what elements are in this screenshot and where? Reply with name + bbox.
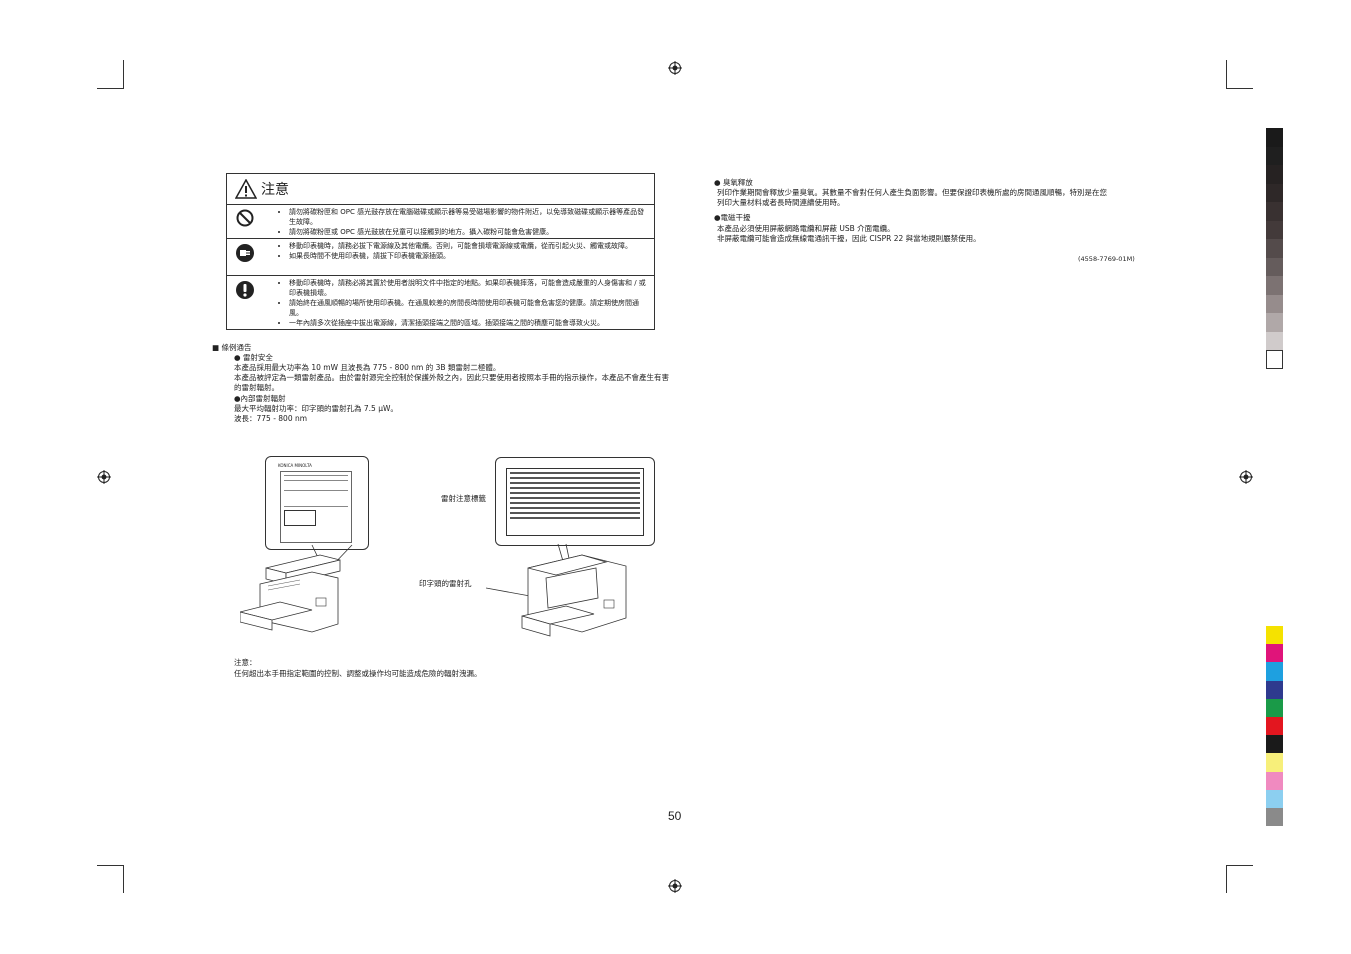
gray-swatch [1266,350,1283,369]
emi-title: ●電磁干擾 [714,213,751,222]
crop-mark [97,88,124,89]
registration-mark-icon [97,470,111,484]
crop-mark [1226,88,1253,89]
prohibition-icon [236,209,254,227]
internal-radiation-text: 最大平均輻射功率：印字頭的雷射孔為 7.5 µW。 [234,404,398,413]
color-swatch [1266,717,1283,736]
note-title: 注意： [234,658,257,667]
color-swatch [1266,644,1283,663]
caution-header: 注意 [227,174,654,205]
emi-text: 本產品必須使用屏蔽網路電纜和屏蔽 USB 介面電纜。 [717,224,895,233]
caution-item: 移動印表機時，請務必將其置於使用者說明文件中指定的地點。如果印表機摔落，可能會造… [289,278,650,298]
internal-radiation-title: ●內部雷射輻射 [234,394,286,403]
gray-swatch [1266,276,1283,295]
gray-swatch [1266,128,1283,147]
caution-item: 請勿將碳粉匣和 OPC 感光鼓存放在電腦磁碟或顯示器等易受磁場影響的物件附近，以… [289,207,650,227]
crop-mark [123,865,124,893]
color-swatch [1266,789,1283,808]
gray-swatch [1266,146,1283,165]
ozone-text: 列印作業期間會釋放少量臭氧。其數量不會對任何人產生負面影響。但要保證印表機所處的… [717,188,1107,197]
gray-swatch [1266,239,1283,258]
caution-title: 注意 [261,182,289,198]
caution-item: 請勿將碳粉匣或 OPC 感光鼓放在兒童可以接觸到的地方。攝入碳粉可能會危害健康。 [289,227,650,237]
gray-swatch [1266,220,1283,239]
emi-text: 非屏蔽電纜可能會造成無線電通訊干擾，因此 CISPR 22 與當地規則嚴禁使用。 [717,234,981,243]
caution-row: 移動印表機時，請務必拔下電源線及其他電纜。否則，可能會損壞電源線或電纜，從而引起… [227,239,654,276]
printer-illustration [240,544,353,633]
caution-box: 注意 請勿將碳粉匣和 OPC 感光鼓存放在電腦磁碟或顯示器等易受磁場影響的物件附… [226,173,655,330]
color-swatch [1266,626,1283,645]
color-swatch [1266,662,1283,681]
gray-swatch [1266,202,1283,221]
color-swatch [1266,808,1283,827]
laser-safety-title: ● 雷射安全 [234,353,273,362]
caution-item: 請始終在通風順暢的場所使用印表機。在通風較差的房間長時間使用印表機可能會危害您的… [289,298,650,318]
color-swatch [1266,753,1283,772]
crop-mark [97,865,124,866]
printer-open-illustration [486,543,627,637]
crop-mark [1226,60,1227,88]
color-swatch [1266,735,1283,754]
gray-swatch [1266,331,1283,350]
crop-mark [123,60,124,88]
note-text: 任何超出本手冊指定範圍的控制、調整或操作均可能造成危險的輻射洩漏。 [234,669,482,678]
caution-row: 請勿將碳粉匣和 OPC 感光鼓存放在電腦磁碟或顯示器等易受磁場影響的物件附近，以… [227,205,654,239]
crop-mark [1226,865,1227,893]
registration-mark-icon [1239,470,1253,484]
color-swatch [1266,771,1283,790]
laser-aperture-caption: 印字頭的雷射孔 [419,579,472,588]
gray-swatch [1266,183,1283,202]
registration-mark-icon [668,879,682,893]
notices-heading: ■ 條例通告 [212,343,252,352]
caution-item: 如果長時間不使用印表機，請拔下印表機電源插頭。 [289,251,650,261]
document-code: (4558-7769-01M) [1078,255,1135,263]
color-swatch [1266,698,1283,717]
gray-swatch [1266,313,1283,332]
product-label [280,471,352,543]
laser-caution-label [506,468,644,536]
ozone-title: ● 臭氧釋放 [714,178,753,187]
laser-label-caption: 雷射注意標籤 [441,494,486,503]
crop-mark [1226,865,1253,866]
gray-swatch [1266,294,1283,313]
laser-caution-label-card [495,457,655,546]
laser-safety-text: 本產品被評定為一類雷射產品。由於雷射源完全控制於保護外殼之內，因此只要使用者按照… [234,373,669,392]
ozone-text: 列印大量材料或者長時間連續使用時。 [717,198,845,207]
color-swatch [1266,680,1283,699]
unplug-icon [236,244,254,262]
caution-item: 一年內請多次從插座中拔出電源線，清潔插頭接端之間的區域。插頭接端之間的積塵可能會… [289,318,650,328]
caution-row: 移動印表機時，請務必將其置於使用者說明文件中指定的地點。如果印表機摔落，可能會造… [227,276,654,330]
exclamation-icon [236,281,254,299]
page-number: 50 [668,809,682,823]
brand-logo: KONICA MINOLTA [278,463,312,468]
wavelength-text: 波長：775 - 800 nm [234,414,308,423]
registration-mark-icon [668,61,682,75]
warning-triangle-icon [235,179,257,199]
caution-item: 移動印表機時，請務必拔下電源線及其他電纜。否則，可能會損壞電源線或電纜，從而引起… [289,241,650,251]
laser-safety-text: 本產品採用最大功率為 10 mW 且波長為 775 - 800 nm 的 3B … [234,363,501,372]
gray-swatch [1266,257,1283,276]
gray-swatch [1266,165,1283,184]
product-label-card: KONICA MINOLTA [265,456,369,550]
